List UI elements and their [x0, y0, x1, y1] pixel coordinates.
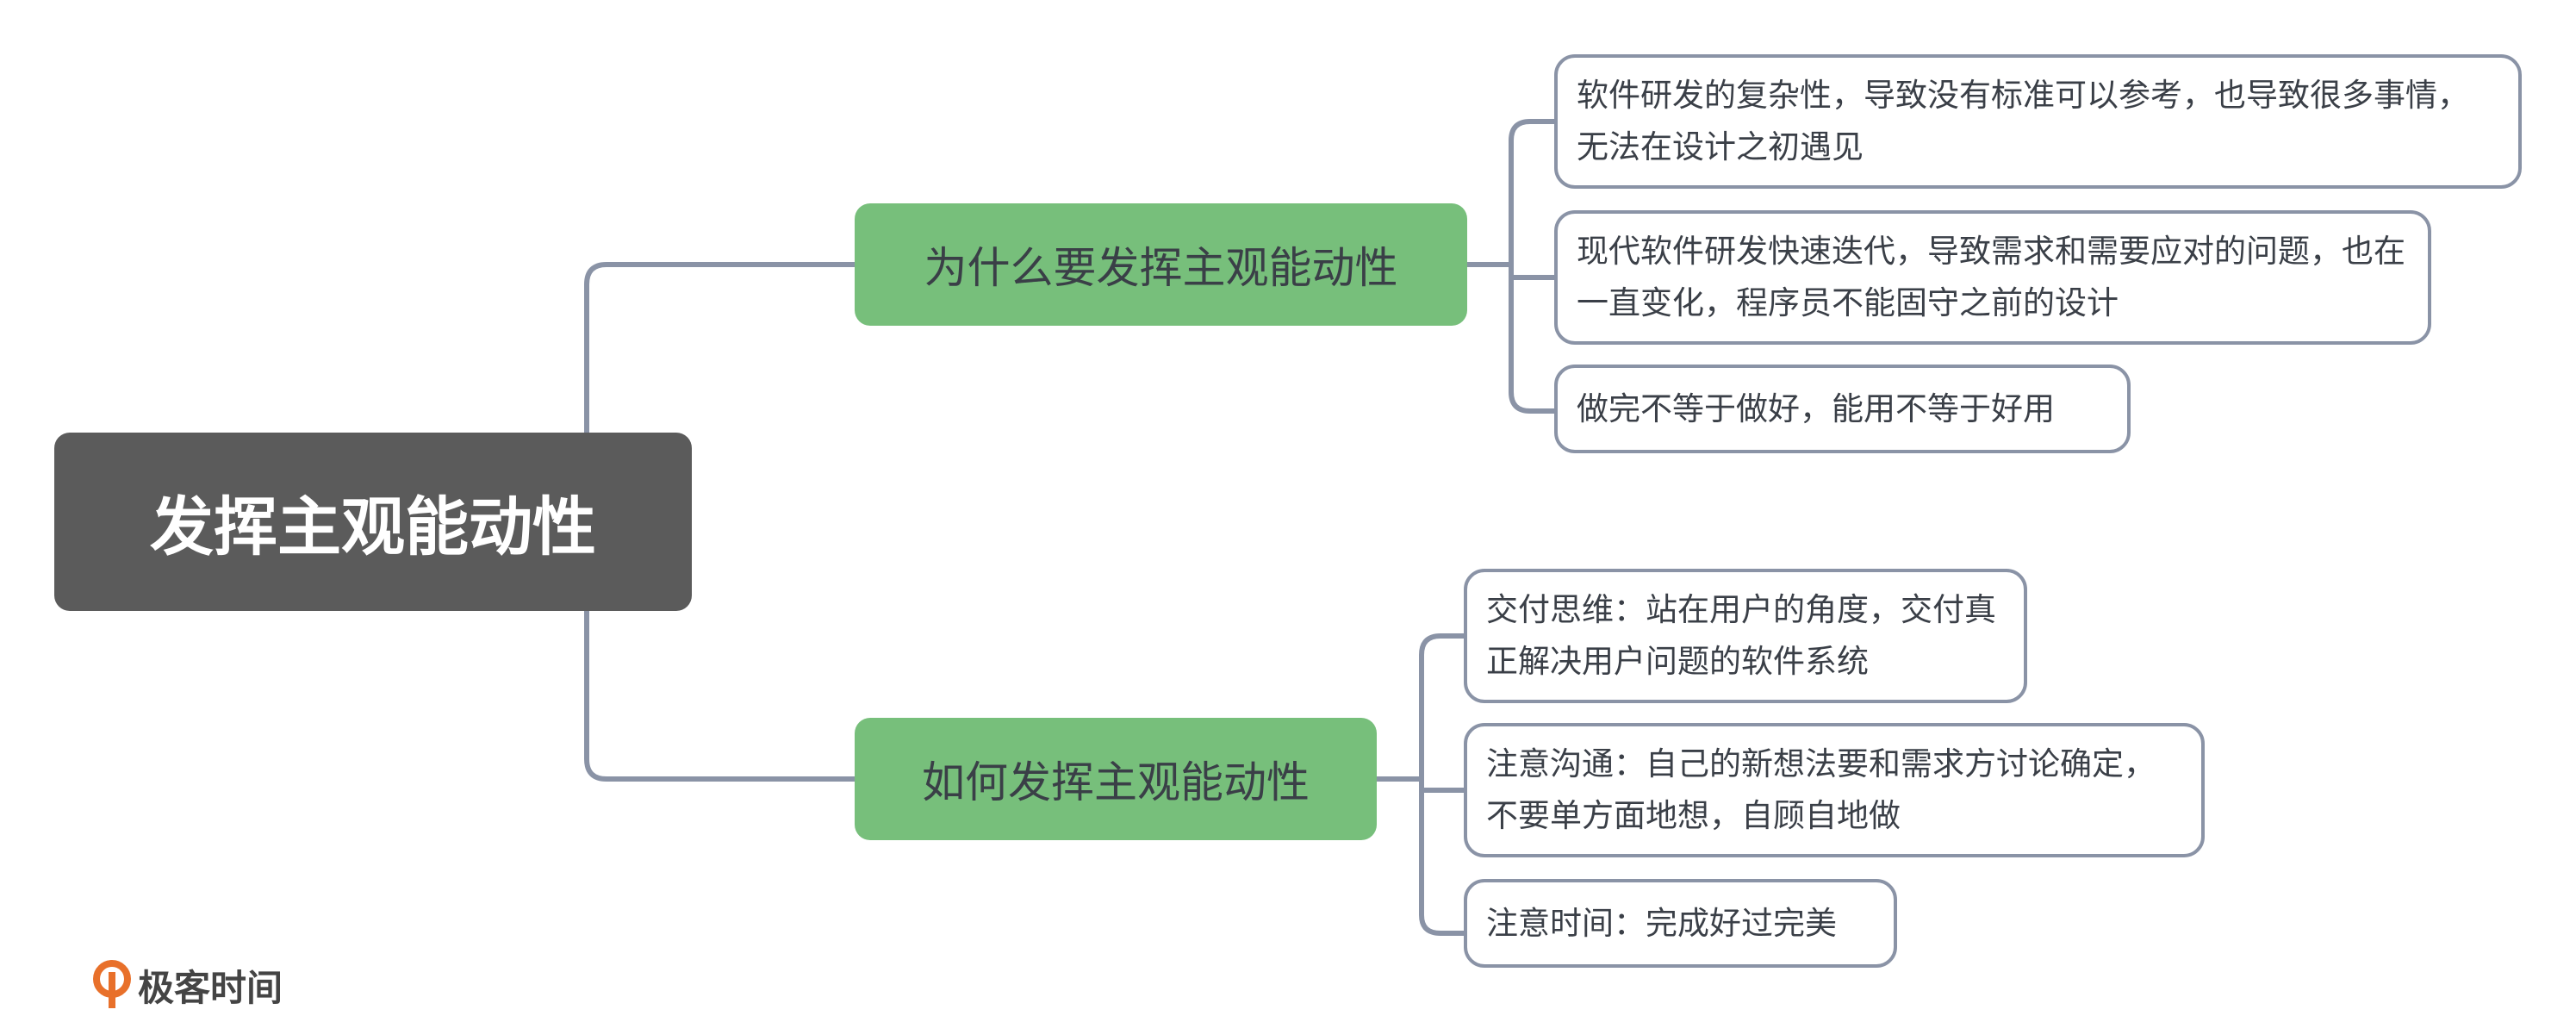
connector-branch2-leaves: [1377, 633, 1464, 936]
logo-icon: [93, 960, 131, 1008]
root-node[interactable]: 发挥主观能动性: [54, 433, 692, 611]
leaf-node[interactable]: 注意时间：完成好过完美: [1464, 879, 1897, 968]
branch-why[interactable]: 为什么要发挥主观能动性: [855, 203, 1467, 326]
connector-branch1-leaves: [1467, 119, 1554, 414]
geektime-logo: 极客时间: [93, 958, 283, 1012]
branch-label: 如何发挥主观能动性: [922, 757, 1310, 807]
leaf-node[interactable]: 做完不等于做好，能用不等于好用: [1554, 365, 2131, 453]
leaf-label: 注意沟通：自己的新想法要和需求方讨论确定，不要单方面地想，自顾自地做: [1486, 745, 2156, 834]
leaf-label: 现代软件研发快速迭代，导致需求和需要应对的问题，也在一直变化，程序员不能固守之前…: [1577, 233, 2405, 321]
leaf-node[interactable]: 现代软件研发快速迭代，导致需求和需要应对的问题，也在一直变化，程序员不能固守之前…: [1554, 210, 2431, 345]
branch-how[interactable]: 如何发挥主观能动性: [855, 718, 1377, 840]
branch-label: 为什么要发挥主观能动性: [924, 243, 1398, 293]
connector-root-branch1: [584, 262, 855, 433]
connector-root-branch2: [584, 611, 855, 782]
leaf-node[interactable]: 软件研发的复杂性，导致没有标准可以参考，也导致很多事情，无法在设计之初遇见: [1554, 54, 2522, 189]
logo-text: 极客时间: [138, 966, 283, 1009]
leaf-label: 交付思维：站在用户的角度，交付真正解决用户问题的软件系统: [1486, 591, 1996, 680]
root-label: 发挥主观能动性: [150, 490, 596, 564]
leaf-node[interactable]: 交付思维：站在用户的角度，交付真正解决用户问题的软件系统: [1464, 569, 2027, 703]
leaf-label: 软件研发的复杂性，导致没有标准可以参考，也导致很多事情，无法在设计之初遇见: [1577, 77, 2469, 165]
leaf-label: 做完不等于做好，能用不等于好用: [1577, 389, 2055, 427]
leaf-label: 注意时间：完成好过完美: [1486, 904, 1837, 942]
leaf-node[interactable]: 注意沟通：自己的新想法要和需求方讨论确定，不要单方面地想，自顾自地做: [1464, 723, 2205, 857]
